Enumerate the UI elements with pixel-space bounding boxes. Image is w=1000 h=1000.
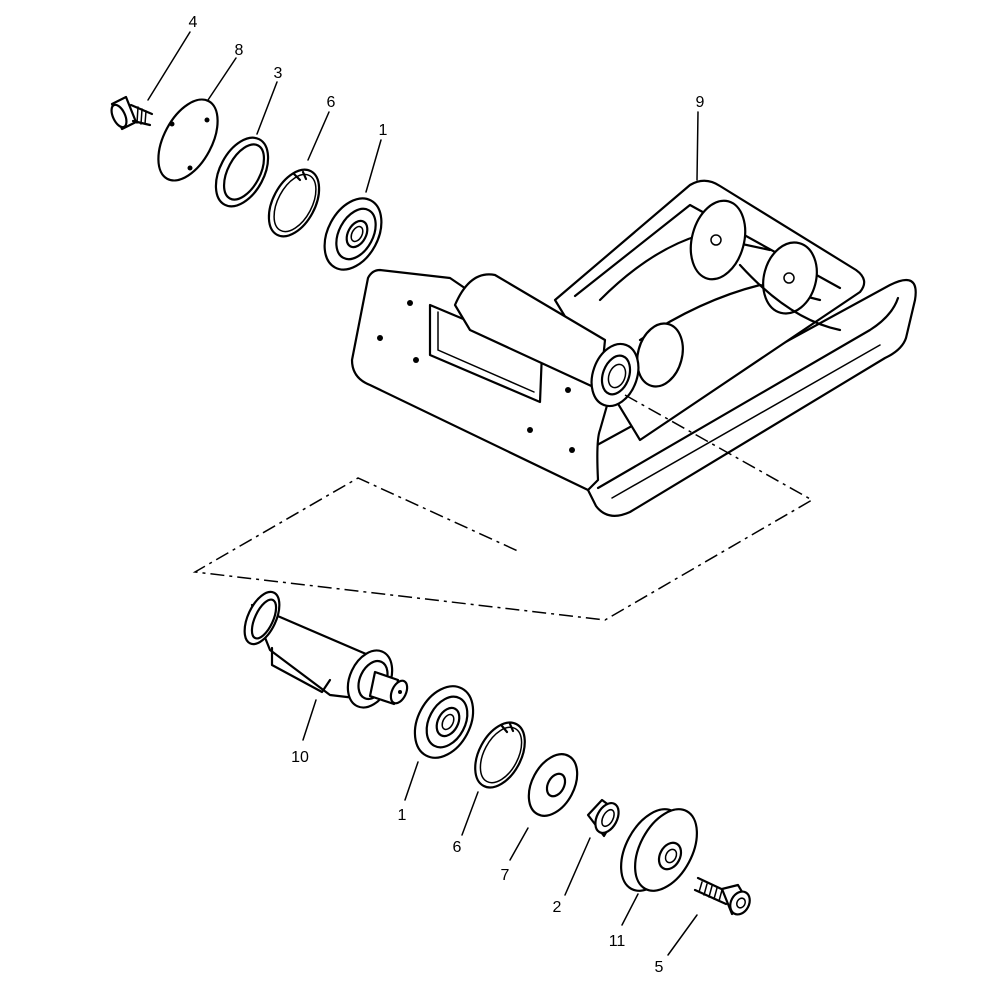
callout-10: 10 [291,749,309,766]
callout-8: 8 [235,42,244,59]
cover-hole [169,121,175,127]
bracket-hole [569,447,575,453]
cover-hole [204,117,210,123]
part-7-washer [527,753,579,817]
bracket-hole [377,335,383,341]
part-4-screw [110,95,154,131]
assembly-dash-line [192,394,814,621]
callout-7: 7 [501,867,510,884]
leader-lines [147,31,699,956]
callout-2: 2 [553,899,562,916]
part-6-circlip-lower [474,721,526,789]
callout-1-lower: 1 [398,807,407,824]
bracket-hole [565,387,571,393]
part-11-end-cap [620,808,698,892]
callout-1-upper: 1 [379,122,388,139]
bracket-hole [407,300,413,306]
callout-3: 3 [274,65,283,82]
part-5-screw [693,876,751,916]
callout-9: 9 [696,94,705,111]
part-1-bearing-lower [413,685,475,759]
callout-5: 5 [655,959,664,976]
part-6-circlip-upper [267,168,321,238]
part-8-cover [157,98,219,182]
cover-hole [187,165,193,171]
part-9-base-plate [350,179,917,517]
callout-4: 4 [189,14,198,31]
callout-6-lower: 6 [453,839,462,856]
part-10-shaft [243,590,409,709]
bracket-hole [413,357,419,363]
bracket-hole [527,427,533,433]
callout-11: 11 [609,933,626,950]
callout-6-upper: 6 [327,94,336,111]
part-3-ring [214,136,270,208]
part-1-bearing-upper [323,197,383,271]
part-2-bushing [586,798,620,838]
